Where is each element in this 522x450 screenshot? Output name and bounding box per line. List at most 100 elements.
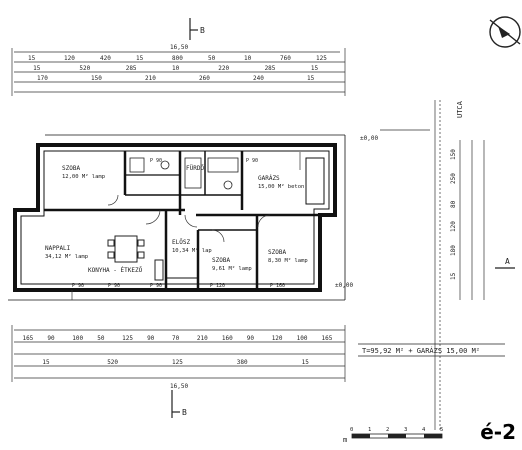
section-label-right: A xyxy=(505,257,510,266)
street-boundary xyxy=(380,100,441,430)
dimension-label: 15 xyxy=(302,359,310,366)
building-walls xyxy=(8,134,346,301)
room-name: SZOBA xyxy=(212,257,230,264)
dimension-label: 285 xyxy=(126,65,137,72)
section-marker-right: A xyxy=(495,257,515,269)
dimension-label: 125 xyxy=(122,335,133,342)
room-area: 9,61 M² lamp xyxy=(212,265,252,272)
total-area-text: T=95,92 M² + GARÁZS 15,00 M² xyxy=(362,346,480,355)
dimension-label: 90 xyxy=(147,335,155,342)
total-area-box: T=95,92 M² + GARÁZS 15,00 M² xyxy=(358,343,505,357)
dimension-label: 15 xyxy=(28,55,36,62)
dimension-label: 800 xyxy=(172,55,183,62)
dimension-label: 380 xyxy=(237,359,248,366)
bottom-dim-row-2: 15 520 125 380 15 xyxy=(42,359,309,366)
scale-tick-label: 3 xyxy=(404,427,407,433)
level-mark-top: ±0,00 xyxy=(360,135,378,142)
room-name: SZOBA xyxy=(62,165,80,172)
street-label: UTCA xyxy=(456,100,464,118)
section-label-bottom: B xyxy=(182,408,187,417)
dimension-label: 50 xyxy=(97,335,105,342)
dimension-label: 15 xyxy=(307,75,315,82)
scale-tick-label: 1 xyxy=(368,427,371,433)
dimension-label: 240 xyxy=(253,75,264,82)
room-area: 12,00 M² lamp xyxy=(62,173,105,180)
dimension-label: 150 xyxy=(450,149,457,160)
dimension-label: 285 xyxy=(265,65,276,72)
scale-tick-label: 0 xyxy=(350,427,353,433)
section-label-top: B xyxy=(200,26,205,35)
room-name: NAPPALI xyxy=(45,245,71,252)
scale-tick-label: 2 xyxy=(386,427,389,433)
scale-tick-label: 5 xyxy=(440,427,443,433)
room-name: ELŐSZ xyxy=(172,239,190,246)
dimension-label: 90 xyxy=(247,335,255,342)
dimension-label: 15 xyxy=(136,55,144,62)
dimension-label: 100 xyxy=(72,335,83,342)
dimension-label: 170 xyxy=(37,75,48,82)
dimension-label: 50 xyxy=(208,55,216,62)
dimension-label: 15 xyxy=(450,272,457,280)
scale-unit: m xyxy=(343,436,347,444)
dimension-label: 125 xyxy=(316,55,327,62)
opening-label: P 120 xyxy=(210,283,225,289)
dimension-label: 15 xyxy=(311,65,319,72)
dimension-label: 520 xyxy=(107,359,118,366)
dimension-label: 10 xyxy=(172,65,180,72)
bathroom-fixtures-icon xyxy=(129,157,239,190)
dimension-label: 125 xyxy=(172,359,183,366)
top-overall-dimension: 16,50 xyxy=(170,44,188,51)
opening-label: P 90 xyxy=(72,283,84,289)
opening-label: P 90 xyxy=(150,158,162,164)
dimension-label: 760 xyxy=(280,55,291,62)
room-name: KONYHA - ÉTKEZŐ xyxy=(88,266,143,274)
dimension-label: 70 xyxy=(172,335,180,342)
dining-table-icon xyxy=(107,235,164,281)
level-mark: ±0,00 xyxy=(335,282,353,289)
top-dim-row-4: 170 150 210 260 240 15 xyxy=(37,75,315,82)
dimension-label: 210 xyxy=(145,75,156,82)
opening-label: P 160 xyxy=(270,283,285,289)
dimension-label: 15 xyxy=(33,65,41,72)
opening-label: P 90 xyxy=(246,158,258,164)
room-name: GARÁZS xyxy=(258,175,280,182)
dimension-label: 160 xyxy=(222,335,233,342)
north-arrow-icon xyxy=(489,16,521,48)
dimension-label: 10 xyxy=(244,55,252,62)
room-name: SZOBA xyxy=(268,249,286,256)
dimension-label: 120 xyxy=(450,221,457,232)
dimension-label: 220 xyxy=(218,65,229,72)
dimension-label: 15 xyxy=(42,359,50,366)
opening-label: P 90 xyxy=(150,283,162,289)
room-area: 34,12 M² lamp xyxy=(45,253,88,260)
top-dimension-lines xyxy=(11,48,346,96)
dimension-label: 90 xyxy=(47,335,55,342)
dimension-label: 260 xyxy=(199,75,210,82)
opening-labels: P 90 P 90 P 90 P 120 P 90 P 90 P 160 xyxy=(72,158,285,289)
section-marker-top: B xyxy=(189,18,205,40)
room-area: 8,30 M² lamp xyxy=(268,257,308,264)
dimension-label: 180 xyxy=(450,245,457,256)
door-swing-arcs xyxy=(71,194,271,300)
room-area: 15,00 M² beton xyxy=(258,183,304,190)
room-name: FÜRDŐ xyxy=(186,165,204,172)
dimension-label: 210 xyxy=(197,335,208,342)
right-dimension-lines xyxy=(459,140,485,300)
dimension-label: 165 xyxy=(322,335,333,342)
dimension-label: 150 xyxy=(91,75,102,82)
opening-label: P 90 xyxy=(108,283,120,289)
dimension-label: 420 xyxy=(100,55,111,62)
section-marker-bottom: B xyxy=(171,390,187,418)
room-area: 10,34 M² lap xyxy=(172,247,212,254)
dimension-label: 250 xyxy=(450,173,457,184)
bottom-overall-dimension: 16,50 xyxy=(170,383,188,390)
sheet-id: é-2 xyxy=(480,420,516,444)
